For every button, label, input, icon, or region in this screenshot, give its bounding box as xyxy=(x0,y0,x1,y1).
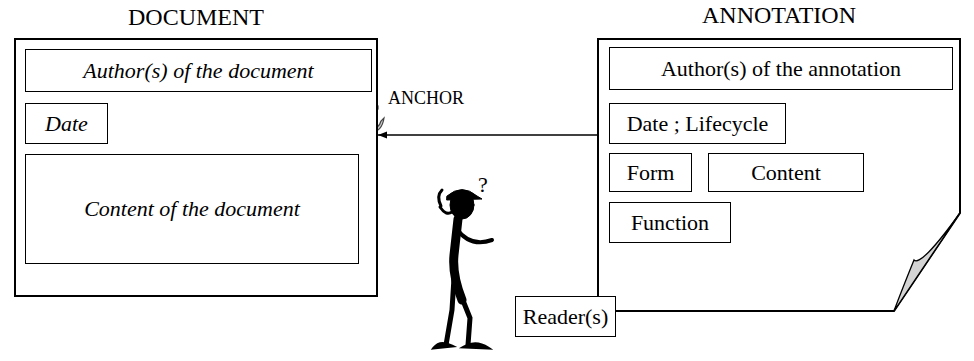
anchor-label: ANCHOR xyxy=(388,88,464,109)
field-text: Content of the document xyxy=(84,196,300,221)
content-field: Content of the document xyxy=(25,154,359,264)
field-text: Date ; Lifecycle xyxy=(627,111,769,136)
field-text: Function xyxy=(631,210,709,235)
annotation-sheet: ANNOTATIONAuthor(s) of the annotationDat… xyxy=(597,38,961,312)
field-text: Author(s) of the document xyxy=(83,58,313,83)
field-text: Date xyxy=(45,111,88,136)
field-text: Reader(s) xyxy=(523,304,609,329)
document-box: DOCUMENTAuthor(s) of the documentDateCon… xyxy=(14,38,378,297)
reader-figure xyxy=(434,190,492,349)
field-text: Content xyxy=(751,160,821,185)
field-text: Author(s) of the annotation xyxy=(661,56,901,81)
box-heading: DOCUMENT xyxy=(16,4,376,31)
author-field: Author(s) of the annotation xyxy=(609,47,953,90)
content-field: Content xyxy=(708,153,864,192)
date-field: Date xyxy=(25,103,108,144)
box-heading: ANNOTATION xyxy=(597,2,961,29)
author-field: Author(s) of the document xyxy=(25,49,372,92)
function-field: Function xyxy=(609,202,731,243)
form-field: Form xyxy=(609,153,692,192)
date-field: Date ; Lifecycle xyxy=(609,103,786,144)
annotation-link xyxy=(378,134,597,136)
question-mark: ? xyxy=(478,172,488,198)
field-text: Form xyxy=(627,160,675,185)
reader-box: Reader(s) xyxy=(515,296,616,337)
